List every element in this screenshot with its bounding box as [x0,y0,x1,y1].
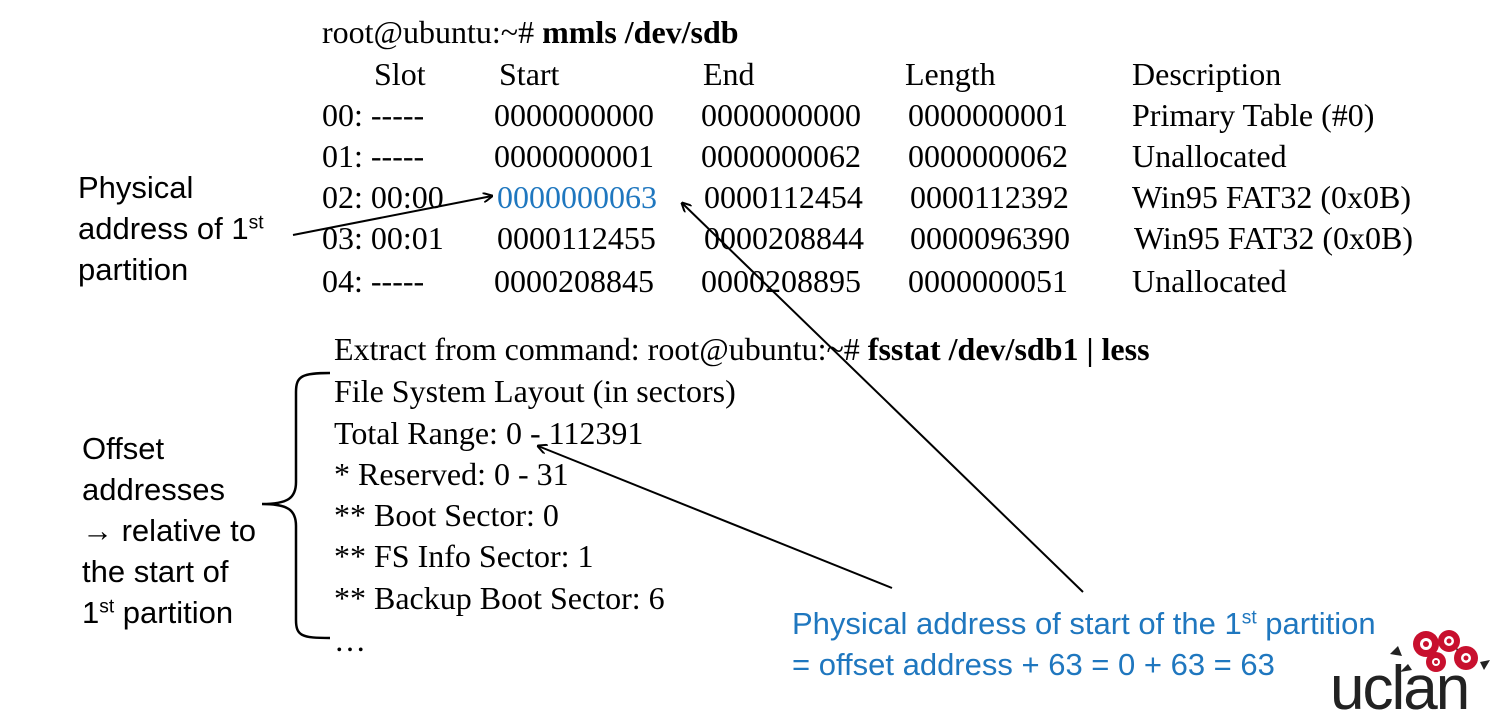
note-line1: Physical address of start of the 1st par… [792,606,1376,641]
cell-description: Unallocated [1132,263,1287,299]
cell-end: 0000208844 [704,220,864,256]
physical-label-line1: Physical [78,170,194,205]
cell-description: Unallocated [1132,138,1287,174]
header-length: Length [905,56,996,92]
cell-description: Win95 FAT32 (0x0B) [1132,179,1411,215]
note-line2: = offset address + 63 = 0 + 63 = 63 [792,647,1275,682]
reserved-line: * Reserved: 0 - 31 [334,456,569,492]
mmls-command-line: root@ubuntu:~# mmls /dev/sdb [322,16,739,48]
offset-label-line1: Offset [82,431,165,466]
offset-label-line2: addresses [82,472,226,507]
header-start: Start [499,56,560,92]
cell-description: Win95 FAT32 (0x0B) [1134,220,1413,256]
fs-layout-line: File System Layout (in sectors) [334,373,736,409]
cell-end: 0000208895 [701,263,861,299]
ellipsis-line: … [334,622,366,658]
uclan-logo-text: uclan [1330,654,1470,723]
cell-length: 0000000001 [908,97,1068,133]
cell-end: 0000112454 [704,179,863,215]
uclan-logo: uclan [1328,618,1504,722]
cell-start: 0000112455 [497,220,656,256]
note-arrow-to-offset [538,446,893,589]
note-arrow-to-start [682,203,1084,593]
cell-slot: 02: 00:00 [322,179,444,215]
fs-info-sector-line: ** FS Info Sector: 1 [334,538,594,574]
cell-start: 0000000001 [494,138,654,174]
offset-label-line5: 1st partition [82,595,234,630]
fsstat-command: fsstat /dev/sdb1 | less [867,331,1150,367]
cell-slot: 03: 00:01 [322,220,444,256]
mmls-command: mmls /dev/sdb [542,14,739,50]
physical-arrow [292,196,492,236]
header-slot: Slot [374,56,426,92]
cell-start-highlighted: 0000000063 [497,179,657,215]
cell-length: 0000000062 [908,138,1068,174]
prompt: root@ubuntu:~# [322,14,543,50]
extract-command-line: Extract from command: root@ubuntu:~# fss… [334,331,1150,367]
cell-length: 0000112392 [910,179,1069,215]
boot-sector-line: ** Boot Sector: 0 [334,497,559,533]
cell-length: 0000000051 [908,263,1068,299]
physical-label-line3: partition [78,252,189,287]
cell-slot: 01: ----- [322,138,425,174]
header-description: Description [1132,56,1282,92]
cell-end: 0000000000 [701,97,861,133]
header-end: End [703,56,755,92]
offset-label-line3: → relative to [82,513,257,548]
cell-start: 0000000000 [494,97,654,133]
offset-brace [261,371,331,640]
cell-slot: 04: ----- [322,263,425,299]
offset-label-line4: the start of [82,554,229,589]
cell-slot: 00: ----- [322,97,425,133]
cell-end: 0000000062 [701,138,861,174]
cell-start: 0000208845 [494,263,654,299]
physical-label-line2: address of 1st [78,211,264,246]
rose-icon [1390,630,1490,672]
total-range-line: Total Range: 0 - 112391 [334,415,644,451]
cell-description: Primary Table (#0) [1132,97,1375,133]
backup-boot-sector-line: ** Backup Boot Sector: 6 [334,580,665,616]
cell-length: 0000096390 [910,220,1070,256]
